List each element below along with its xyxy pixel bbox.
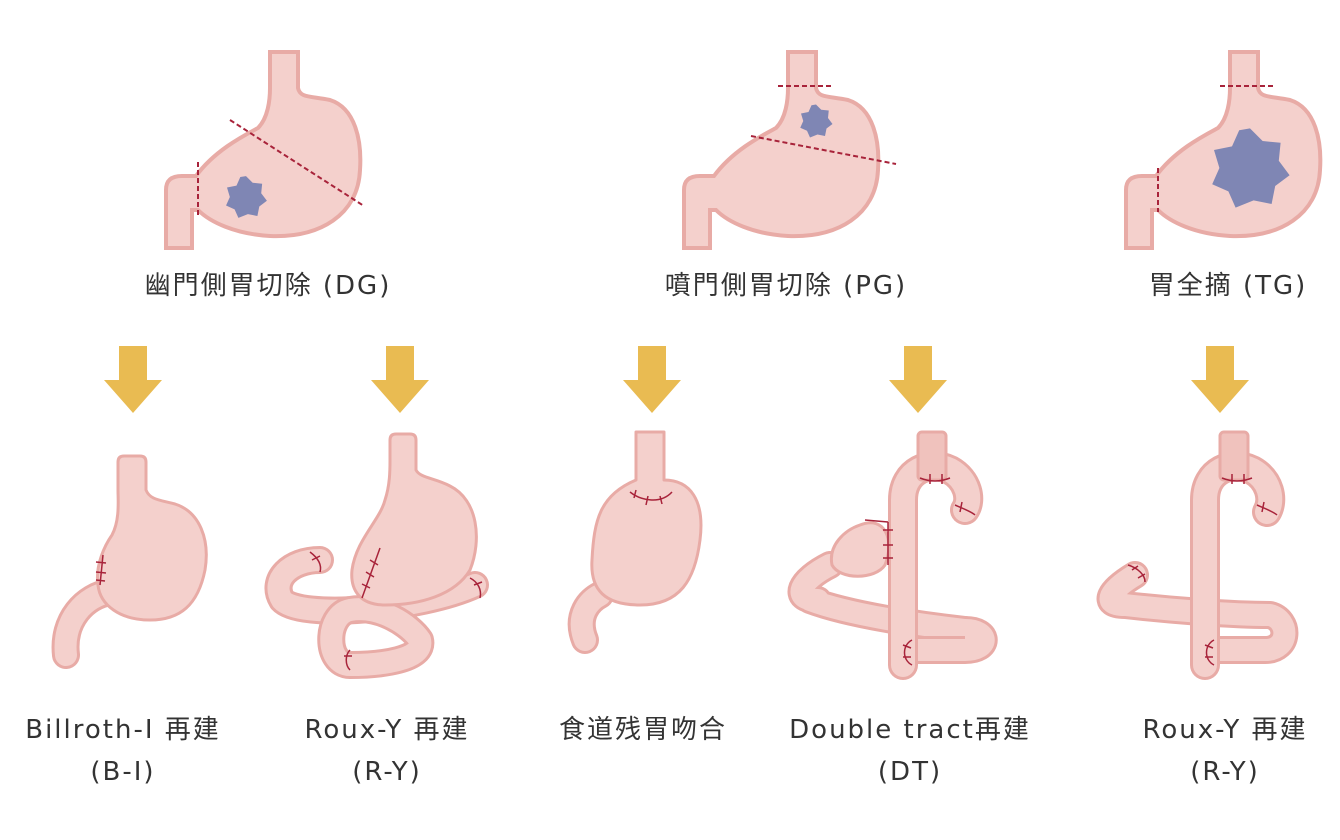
label-line: 食道残胃吻合 [558, 715, 728, 745]
suture-marks [95, 474, 1278, 671]
reconstruction-label-eg: 食道残胃吻合 [559, 714, 727, 746]
stomach-dg [164, 50, 365, 250]
label-line: (B-I) [90, 757, 156, 787]
reconstruction-label-ry-dg: Roux-Y 再建 (R-Y) [304, 714, 469, 788]
arrow-down-icon [623, 346, 681, 413]
roux-y-dg-figure [264, 432, 489, 679]
cut-line [750, 135, 897, 165]
double-tract-figure [787, 430, 998, 680]
esophagogastric-figure [567, 430, 703, 654]
label-line: Roux-Y 再建 [304, 715, 470, 745]
stomach-tg [1124, 50, 1323, 250]
arrow-down-icon [889, 346, 947, 413]
procedure-label-pg: 噴門側胃切除 (PG) [664, 271, 908, 301]
label-line: Double tract再建 [789, 715, 1031, 745]
label-line: Billroth-I 再建 [25, 715, 221, 745]
billroth-i-figure [51, 454, 208, 669]
stomach-pg [682, 50, 897, 250]
arrow-down-icon [1191, 346, 1249, 413]
reconstruction-label-ry-tg: Roux-Y 再建 (R-Y) [1142, 714, 1307, 788]
label-line: (DT) [877, 757, 943, 787]
reconstruction-label-bi: Billroth-I 再建 (B-I) [25, 714, 221, 788]
reconstruction-label-dt: Double tract再建 (DT) [789, 714, 1031, 788]
arrow-down-icon [371, 346, 429, 413]
label-line: (R-Y) [352, 757, 422, 787]
procedure-label-dg: 幽門側胃切除 (DG) [144, 271, 392, 301]
cut-line [229, 119, 365, 207]
arrow-down-icon [104, 346, 162, 413]
roux-y-tg-figure [1096, 430, 1299, 680]
label-line: Roux-Y 再建 [1142, 715, 1308, 745]
label-line: (R-Y) [1190, 757, 1260, 787]
procedure-label-tg: 胃全摘 (TG) [1148, 271, 1308, 301]
